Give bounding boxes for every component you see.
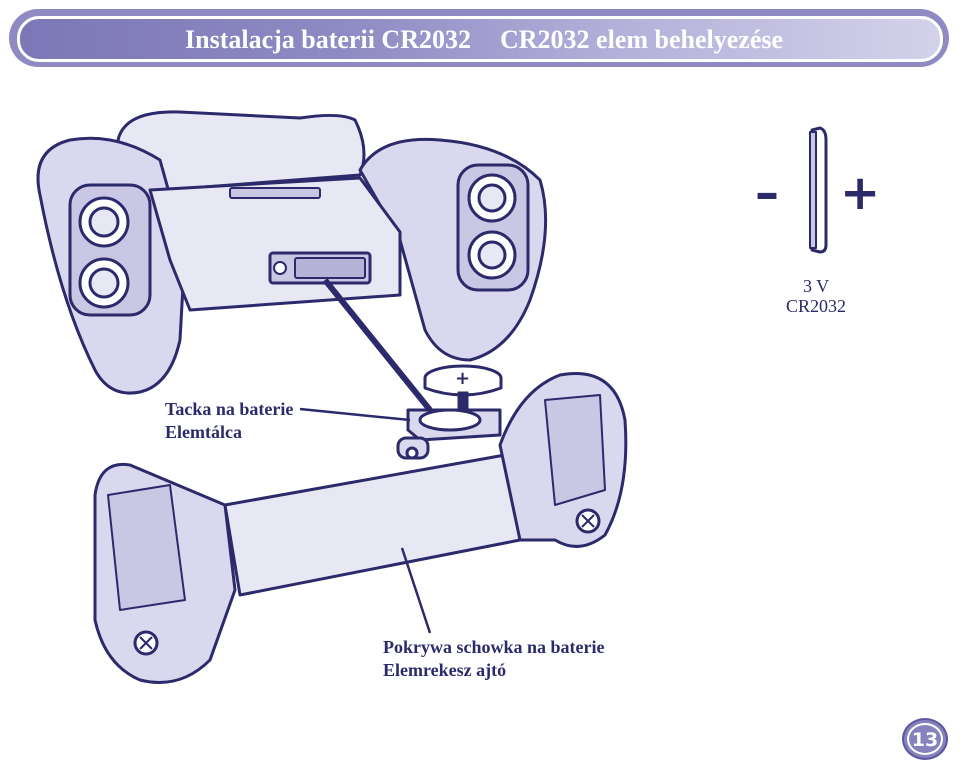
minus-symbol: – xyxy=(755,165,779,221)
battery-tray xyxy=(396,408,502,460)
insert-arrow-line xyxy=(322,278,433,412)
page-number: 13 xyxy=(907,723,943,755)
page-number-badge: 13 xyxy=(902,718,948,760)
cover-label-hungarian: Elemrekesz ajtó xyxy=(383,660,507,680)
cover-label-polish: Pokrywa schowka na baterie xyxy=(383,637,605,657)
battery-side-view xyxy=(809,126,828,254)
header-banner: Instalacja baterii CR2032 CR2032 elem be… xyxy=(9,9,949,67)
header-banner-inner: Instalacja baterii CR2032 CR2032 elem be… xyxy=(17,16,943,62)
coin-battery: + xyxy=(423,364,503,397)
right-speakers xyxy=(456,163,530,292)
battery-model: CR2032 xyxy=(786,296,847,316)
tray-pointer-line xyxy=(299,407,411,422)
battery-cover xyxy=(93,372,628,684)
tray-label-polish: Tacka na baterie xyxy=(165,399,294,419)
controller-top-slot xyxy=(229,187,321,199)
left-speakers xyxy=(68,183,152,317)
cover-pointer-line xyxy=(400,547,432,634)
tray-label-hungarian: Elemtálca xyxy=(165,422,242,442)
title-polish: Instalacja baterii CR2032 xyxy=(185,25,471,54)
title-hungarian: CR2032 elem behelyezése xyxy=(500,25,784,54)
plus-symbol: + xyxy=(840,165,881,221)
battery-slot xyxy=(294,257,366,279)
compartment-screw xyxy=(273,261,287,275)
svg-text:+: + xyxy=(455,368,470,389)
battery-voltage: 3 V xyxy=(803,276,830,296)
